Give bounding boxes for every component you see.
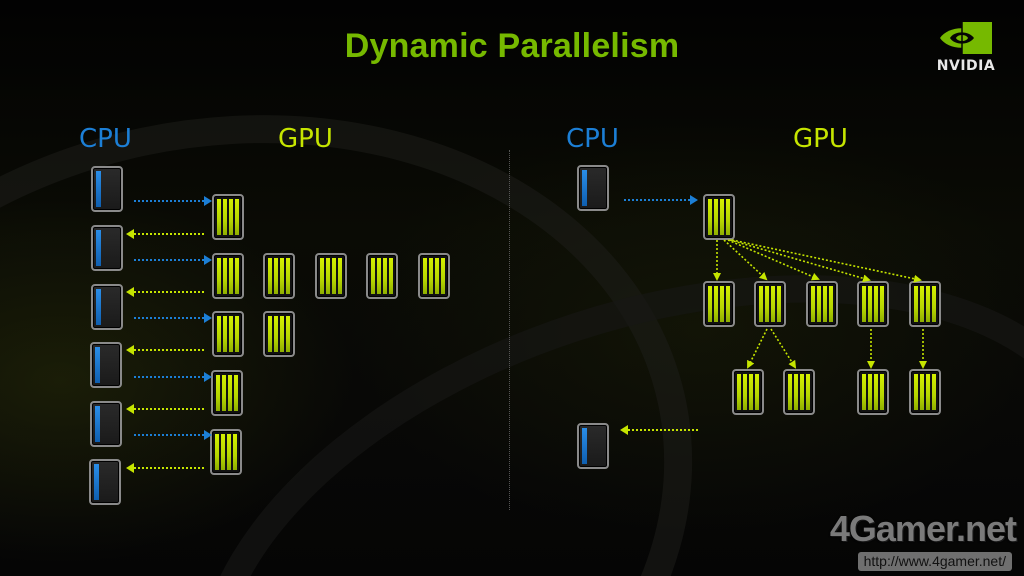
gpu-parent-kernel-box — [703, 194, 735, 240]
left-gpu-label: GPU — [278, 124, 333, 154]
cpu-box — [90, 401, 122, 447]
gpu-kernel-box — [212, 194, 244, 240]
nvidia-logo: NVIDIA — [928, 22, 1004, 78]
launch-arrow — [134, 372, 212, 382]
spawn-arrow — [723, 239, 768, 281]
return-arrow — [126, 345, 204, 355]
cpu-box — [91, 166, 123, 212]
cpu-box — [577, 423, 609, 469]
gpu-grandchild-kernel-box — [732, 369, 764, 415]
spawn-arrow — [729, 239, 871, 283]
gpu-child-kernel-box — [806, 281, 838, 327]
cpu-box — [577, 165, 609, 211]
launch-arrow — [134, 430, 212, 440]
watermark-brand: 4Gamer.net — [829, 508, 1017, 549]
watermark: 4Gamer.net http://www.4gamer.net/ — [800, 508, 1020, 574]
cpu-box — [89, 459, 121, 505]
gpu-kernel-box — [263, 311, 295, 357]
launch-arrow — [134, 196, 212, 206]
spawn-arrow — [747, 328, 768, 369]
return-arrow — [126, 463, 204, 473]
gpu-kernel-box — [263, 253, 295, 299]
gpu-child-kernel-box — [754, 281, 786, 327]
return-arrow — [620, 425, 698, 435]
launch-arrow — [624, 195, 698, 205]
cpu-box — [91, 225, 123, 271]
gpu-kernel-box — [212, 253, 244, 299]
gpu-kernel-box — [366, 253, 398, 299]
spawn-arrow — [727, 239, 820, 281]
gpu-grandchild-kernel-box — [909, 369, 941, 415]
gpu-kernel-box — [212, 311, 244, 357]
gpu-kernel-box — [315, 253, 347, 299]
spawn-arrow — [731, 239, 922, 283]
gpu-child-kernel-box — [703, 281, 735, 327]
gpu-grandchild-kernel-box — [783, 369, 815, 415]
nvidia-wordmark: NVIDIA — [936, 58, 996, 74]
return-arrow — [126, 404, 204, 414]
spawn-arrow — [770, 328, 797, 369]
return-arrow — [126, 287, 204, 297]
nvidia-eye-icon — [940, 22, 992, 54]
cpu-box — [91, 284, 123, 330]
launch-arrow — [134, 255, 212, 265]
right-cpu-label: CPU — [566, 124, 619, 154]
launch-arrow — [134, 313, 212, 323]
gpu-kernel-box — [211, 370, 243, 416]
right-gpu-label: GPU — [793, 124, 848, 154]
gpu-child-kernel-box — [909, 281, 941, 327]
return-arrow — [126, 229, 204, 239]
cpu-box — [90, 342, 122, 388]
gpu-grandchild-kernel-box — [857, 369, 889, 415]
gpu-child-kernel-box — [857, 281, 889, 327]
panel-divider — [509, 150, 510, 510]
watermark-url: http://www.4gamer.net/ — [857, 552, 1012, 571]
left-cpu-label: CPU — [79, 124, 132, 154]
gpu-kernel-box — [210, 429, 242, 475]
gpu-kernel-box — [418, 253, 450, 299]
slide-title: Dynamic Parallelism — [344, 27, 680, 65]
